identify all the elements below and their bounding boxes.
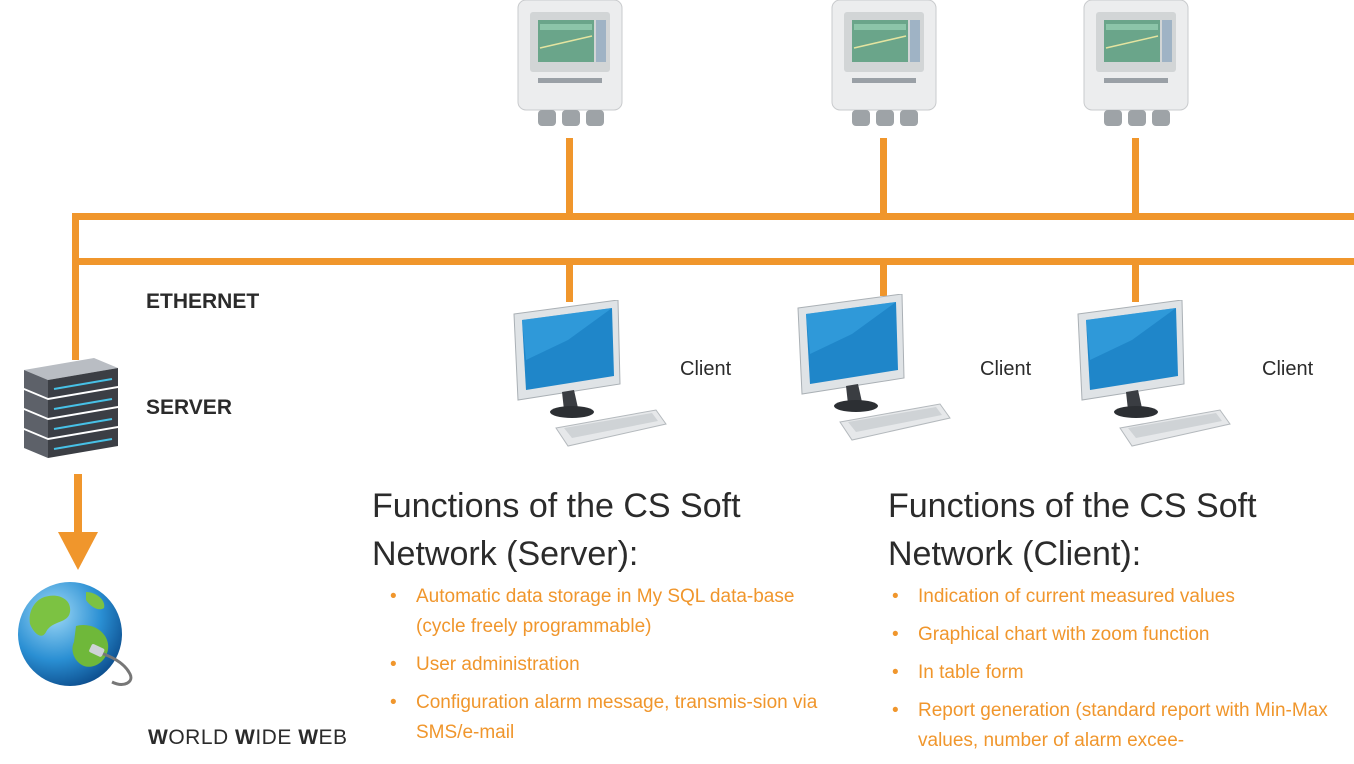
server-functions-list: Automatic data storage in My SQL data-ba…: [390, 582, 830, 756]
client-functions-list: Indication of current measured values Gr…: [892, 582, 1332, 764]
list-item: Report generation (standard report with …: [892, 696, 1332, 756]
device-drop-2: [880, 138, 887, 216]
globe-icon: [18, 582, 133, 686]
ethernet-label: ETHERNET: [146, 290, 260, 313]
www-letter: W: [298, 726, 319, 749]
client-drop-2: [880, 262, 887, 296]
heading-line: Network (Server):: [372, 535, 639, 573]
list-item: User administration: [390, 650, 830, 680]
www-text: EB: [318, 726, 348, 749]
server-icon: [24, 358, 118, 458]
list-item: Graphical chart with zoom function: [892, 620, 1332, 650]
list-item: In table form: [892, 658, 1332, 688]
computer-icon: [1077, 300, 1231, 447]
server-riser-line: [72, 213, 79, 360]
measuring-device-icon: [517, 0, 623, 126]
server-label: SERVER: [146, 396, 232, 419]
measuring-device-icon: [1083, 0, 1189, 126]
client-label-3: Client: [1262, 358, 1314, 380]
arrow-down-icon: [58, 474, 98, 570]
www-text: IDE: [255, 726, 299, 749]
device-drop-1: [566, 138, 573, 216]
client-label-2: Client: [980, 358, 1032, 380]
client-label-1: Client: [680, 358, 732, 380]
ethernet-bus-upper: [72, 213, 1354, 220]
client-drop-3: [1132, 262, 1139, 302]
list-item: Configuration alarm message, transmis-si…: [390, 688, 830, 748]
computer-icon: [513, 300, 667, 447]
heading-line: Functions of the CS Soft: [372, 487, 741, 525]
server-functions-heading: Functions of the CS Soft Network (Server…: [372, 482, 741, 578]
heading-line: Network (Client):: [888, 535, 1142, 573]
www-label: WORLD WIDE WEB: [148, 726, 348, 750]
measuring-device-icon: [831, 0, 937, 126]
list-item: Automatic data storage in My SQL data-ba…: [390, 582, 830, 642]
www-letter: W: [148, 726, 169, 749]
heading-line: Functions of the CS Soft: [888, 487, 1257, 525]
www-letter: W: [235, 726, 256, 749]
ethernet-bus-lower: [72, 258, 1354, 265]
client-drop-1: [566, 262, 573, 302]
www-text: ORLD: [168, 726, 236, 749]
computer-icon: [797, 294, 951, 441]
list-item: Indication of current measured values: [892, 582, 1332, 612]
client-functions-heading: Functions of the CS Soft Network (Client…: [888, 482, 1257, 578]
device-drop-3: [1132, 138, 1139, 216]
